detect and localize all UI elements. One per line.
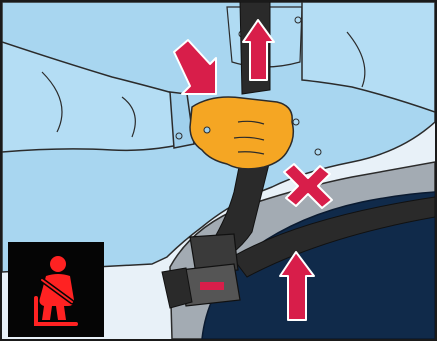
- cuff-button: [176, 133, 182, 139]
- seatbelt-warning-light: [8, 242, 104, 337]
- buckle-release: [200, 282, 224, 290]
- cuff-button: [204, 127, 210, 133]
- seatbelt-warning-icon: [8, 242, 104, 337]
- shirt-button: [315, 149, 321, 155]
- shirt-button: [295, 17, 301, 23]
- shirt-button: [293, 119, 299, 125]
